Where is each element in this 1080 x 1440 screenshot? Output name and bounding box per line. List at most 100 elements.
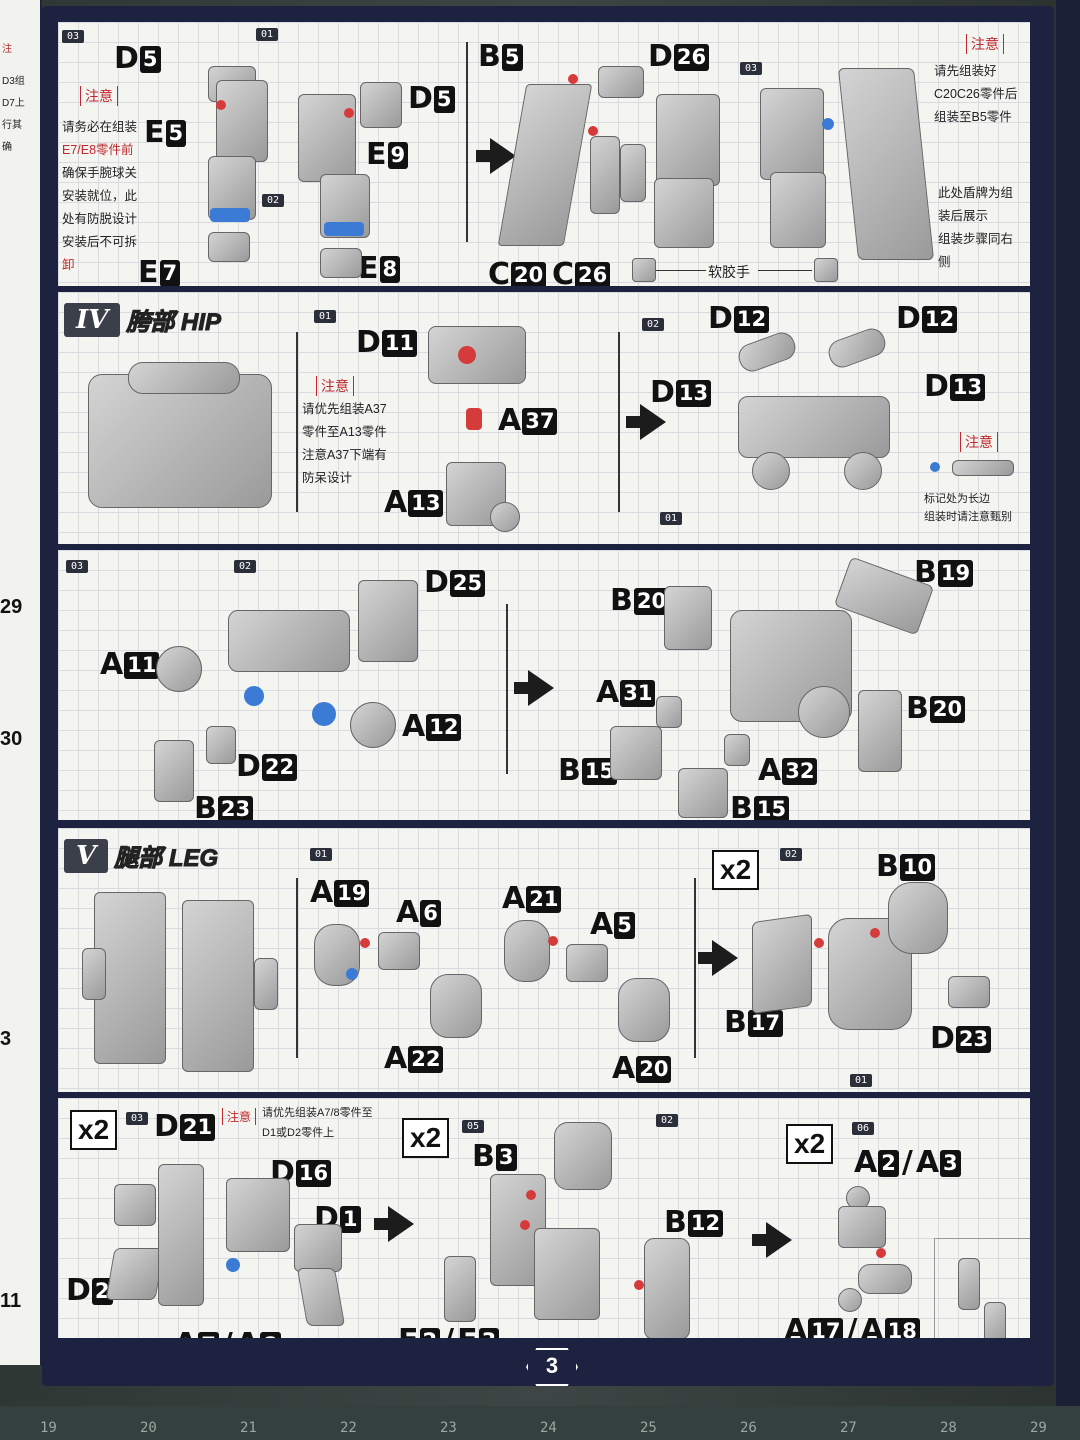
step-number: 01 — [256, 28, 279, 41]
step-arrow — [514, 670, 554, 706]
divider — [466, 42, 468, 242]
inset-part — [984, 1302, 1006, 1338]
thruster-part — [824, 324, 890, 372]
instruction-page: 03 01 02 03 注意 请务必在组装 E7/E8零件前 确保手腕球关 安装… — [42, 6, 1054, 1386]
peg — [344, 108, 354, 118]
note-line: D1或D2零件上 — [262, 1127, 335, 1139]
ball-joint — [844, 452, 882, 490]
ruler-mark: 26 — [740, 1420, 757, 1436]
thruster-part — [734, 328, 800, 376]
step-number: 03 — [126, 1112, 149, 1125]
ankle-joint — [294, 1224, 342, 1272]
part-label: A7/A8 — [174, 1330, 281, 1338]
note-heading: 注意 — [316, 376, 354, 396]
note-text: 此处盾牌为组 装后展示 组装步骤同右 侧 — [938, 182, 1030, 274]
a37-part — [466, 408, 482, 430]
ruler-mark: 21 — [240, 1420, 257, 1436]
step-number: 03 — [66, 560, 89, 573]
note-text: 标记处为长边 组装时请注意甄别 — [924, 490, 1028, 526]
note-line: 请优先组装A37 — [302, 402, 387, 416]
note-line: 组装至B5零件 — [934, 110, 1012, 124]
step-arrow — [752, 1222, 792, 1258]
joint — [346, 968, 358, 980]
arm-upper-part — [760, 88, 824, 180]
section-number: V — [64, 838, 109, 873]
note-text: 请优先组装A37 零件至A13零件 注意A37下端有 防呆设计 — [302, 398, 422, 490]
step-number: 02 — [642, 318, 665, 331]
hip-completed-preview — [88, 374, 272, 508]
peg — [360, 938, 370, 948]
note-line: 确保手腕球关 — [62, 166, 138, 180]
left-page-text: D7上 — [2, 98, 25, 109]
hip-assembly — [738, 396, 890, 458]
ruler-mark: 25 — [640, 1420, 657, 1436]
note-line: 请先组装好 — [934, 64, 997, 78]
step-number: 06 — [852, 1122, 875, 1135]
note-line: 处有防脱设计 — [62, 212, 138, 226]
step-number: 02 — [234, 560, 257, 573]
note-heading: 注意 — [222, 1108, 257, 1125]
knee-cap — [554, 1122, 612, 1190]
long-edge-marker-part — [952, 460, 1014, 476]
armor-hinge — [656, 696, 682, 728]
soft-hand-left — [632, 258, 656, 282]
panel-arm-assembly: 03 01 02 03 注意 请务必在组装 E7/E8零件前 确保手腕球关 安装… — [58, 22, 1030, 286]
arm-upper-part — [656, 94, 720, 186]
knee-frame — [504, 920, 550, 982]
leader-line — [758, 270, 812, 271]
thigh-block — [948, 976, 990, 1008]
note-heading: 注意 — [960, 432, 998, 452]
ball-cup — [350, 702, 396, 748]
shield-clip — [598, 66, 644, 98]
step-arrow — [374, 1206, 414, 1242]
note-line: 零件至A13零件 — [302, 425, 387, 439]
note-line: E7/E8零件前 — [62, 143, 134, 157]
peg — [588, 126, 598, 136]
left-page-number: 29 — [0, 596, 23, 618]
cutting-mat-ruler: 19 20 21 22 23 24 25 26 27 28 29 — [0, 1406, 1080, 1440]
shin-armor — [226, 1178, 290, 1252]
step-number: 02 — [656, 1114, 679, 1127]
left-page-number: 3 — [0, 1028, 12, 1050]
armor-plate — [664, 586, 712, 650]
divider — [506, 604, 508, 774]
armor-plate — [154, 740, 194, 802]
foot-part — [105, 1248, 165, 1300]
quantity-x2: x2 — [402, 1118, 450, 1158]
section-title: 胯部 HIP — [126, 309, 222, 337]
divider — [694, 878, 696, 1058]
note-line: 安装就位，此 — [62, 189, 138, 203]
wrist-joint — [324, 222, 364, 236]
note-line: 卸 — [62, 258, 75, 272]
shield-bracket — [620, 144, 646, 202]
arm-lower-part — [770, 172, 826, 248]
note-line: C20C26零件后 — [934, 87, 1018, 101]
quantity-x2: x2 — [70, 1110, 118, 1150]
arm-upper-part — [216, 80, 268, 162]
left-page-number: 30 — [0, 728, 23, 750]
ruler-mark: 23 — [440, 1420, 457, 1436]
quantity-x2: x2 — [786, 1124, 834, 1164]
